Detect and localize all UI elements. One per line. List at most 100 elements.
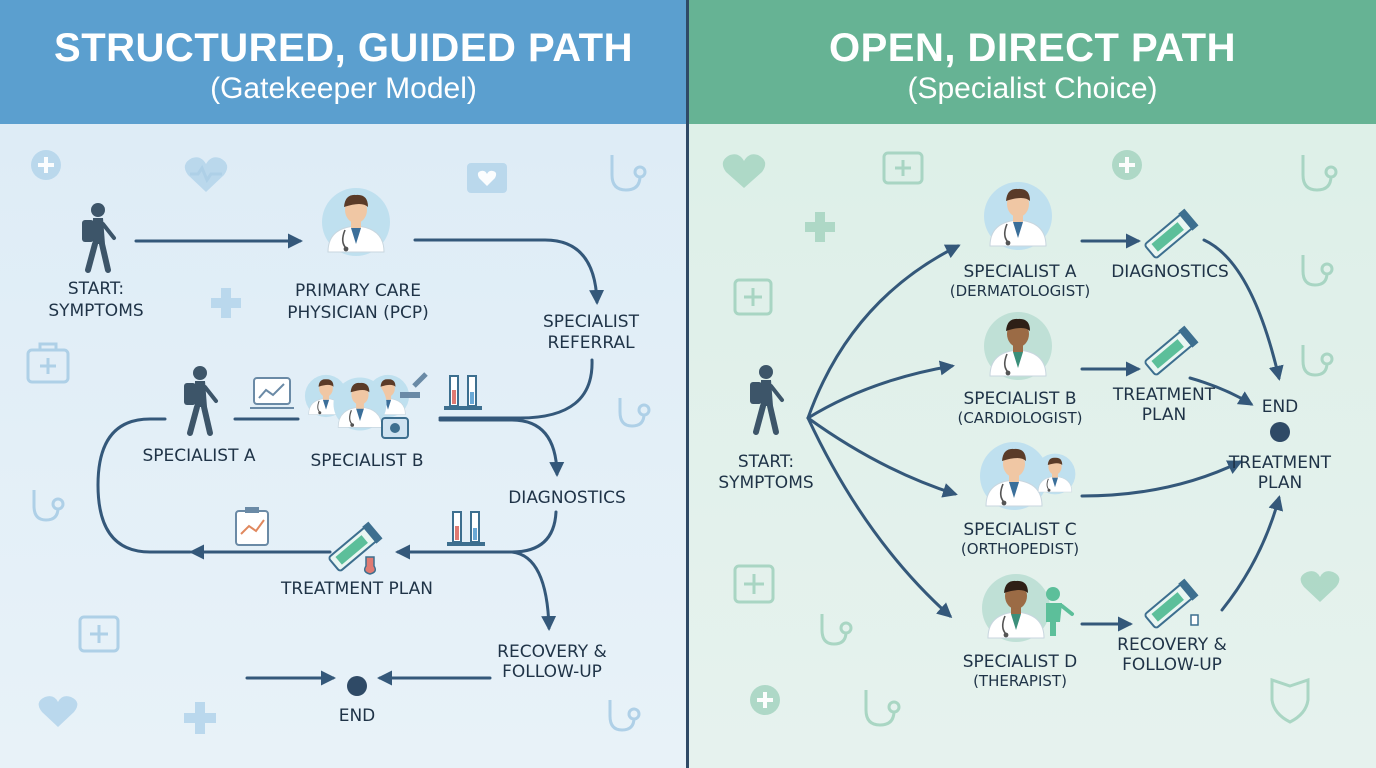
plus-icon (805, 212, 835, 242)
recovery-label-line1: RECOVERY & (497, 642, 607, 662)
specialist-d-label: SPECIALIST D (963, 652, 1077, 672)
specialist-b-label: SPECIALIST B (963, 389, 1076, 409)
arrow-pcp-to-referral (413, 238, 605, 305)
arrow-recovery-to-end (1220, 495, 1284, 612)
recovery-label-line2: FOLLOW-UP (502, 662, 602, 682)
test-tube-icon (1142, 207, 1200, 262)
patient-icon (184, 366, 216, 433)
arrow-start-to-specialist-a (806, 244, 961, 420)
test-vials-icon (446, 511, 486, 547)
arrow-referral-loop (438, 358, 594, 420)
arrow-start-to-specialist-d (806, 416, 953, 619)
right-panel: OPEN, DIRECT PATH (Specialist Choice) (689, 0, 1376, 768)
flask-icon (363, 556, 377, 575)
plus-icon (184, 702, 216, 734)
medical-kit-icon (78, 615, 120, 653)
left-flow-arrows (96, 233, 605, 686)
start-label-line2: SYMPTOMS (718, 473, 813, 493)
left-panel: STRUCTURED, GUIDED PATH (Gatekeeper Mode… (0, 0, 687, 768)
specialist-a-label: SPECIALIST A (964, 262, 1077, 282)
pcp-label-line2: PHYSICIAN (PCP) (287, 303, 429, 323)
clipboard-chart-icon (235, 507, 269, 546)
right-title: OPEN, DIRECT PATH (828, 26, 1237, 70)
medical-cross-icon (31, 150, 61, 180)
heart-pulse-icon (38, 696, 78, 727)
right-header: OPEN, DIRECT PATH (Specialist Choice) (689, 0, 1376, 124)
treatment-plan-label: TREATMENT PLAN (280, 579, 433, 599)
medical-kit-icon (733, 564, 775, 604)
specialist-c-sublabel: (ORTHOPEDIST) (961, 540, 1079, 558)
diagnostics-label: DIAGNOSTICS (508, 488, 626, 508)
dermatologist-doctor-icon (983, 181, 1053, 251)
medical-kit-icon (882, 151, 924, 185)
recovery-label-line1: RECOVERY & (1117, 635, 1227, 655)
stethoscope-icon (610, 155, 647, 192)
arrow-start-to-specialist-c (806, 416, 958, 498)
specialist-b-sublabel: (CARDIOLOGIST) (957, 409, 1082, 427)
left-subtitle: (Gatekeeper Model) (210, 72, 477, 105)
right-subtitle: (Specialist Choice) (907, 72, 1158, 105)
referral-label-line1: SPECIALIST (543, 312, 640, 332)
specialist-d-sublabel: (THERAPIST) (973, 672, 1067, 690)
left-title: STRUCTURED, GUIDED PATH (54, 26, 633, 70)
medical-cross-icon (1112, 150, 1142, 180)
end-treatment-label-line1: TREATMENT (1228, 453, 1332, 473)
start-label-line1: START: (68, 279, 124, 299)
stethoscope-icon (1301, 155, 1338, 192)
end-treatment-label-line2: PLAN (1258, 473, 1302, 493)
medical-kit-icon (26, 342, 70, 384)
patient-icon (750, 365, 782, 432)
end-marker-left (347, 676, 367, 696)
referral-label-line2: REFERRAL (547, 333, 635, 353)
end-label-right: END (1262, 397, 1299, 417)
specialist-c-label: SPECIALIST C (963, 520, 1076, 540)
arrow-c-to-end (1080, 460, 1243, 498)
test-vials-icon (443, 375, 483, 411)
diagnostics-label: DIAGNOSTICS (1111, 262, 1229, 282)
cardiologist-doctor-icon (983, 311, 1053, 381)
shield-icon (1270, 677, 1310, 724)
medical-cross-icon (750, 685, 780, 715)
stethoscope-icon (32, 490, 65, 522)
assistant-doctor-icon (1034, 453, 1076, 495)
arrow-diagnostics-to-end (1202, 238, 1284, 381)
heart-card-icon (467, 163, 507, 193)
stethoscope-icon (608, 700, 641, 732)
arrow-specialist-b-to-diagnostics (438, 418, 565, 477)
specialist-a-sublabel: (DERMATOLOGIST) (950, 282, 1091, 300)
end-marker-right (1270, 422, 1290, 442)
left-background-icons (26, 150, 651, 734)
person-figure-icon (1046, 587, 1074, 636)
stethoscope-icon (864, 690, 901, 727)
stethoscope-icon (1301, 255, 1334, 287)
plus-icon (211, 288, 241, 318)
right-background-icons (722, 150, 1340, 727)
small-vial-icon (1190, 614, 1199, 626)
start-label-line2: SYMPTOMS (48, 301, 143, 321)
stethoscope-icon (618, 398, 651, 428)
medical-kit-icon (733, 278, 773, 316)
end-label-left: END (339, 706, 376, 726)
therapist-doctor-icon (981, 573, 1051, 643)
arrow-start-to-specialist-b (806, 360, 955, 420)
stethoscope-icon (820, 614, 853, 646)
heart-pulse-icon (184, 157, 228, 192)
test-tube-icon (1142, 577, 1200, 632)
specialist-a-label: SPECIALIST A (143, 446, 256, 466)
arrow-loop-back (96, 417, 192, 554)
microscope-icon (381, 372, 428, 439)
pcp-label-line1: PRIMARY CARE (295, 281, 421, 301)
treatment-label-line2: PLAN (1142, 405, 1186, 425)
panel-divider (686, 0, 689, 768)
heart-pulse-icon (722, 154, 766, 188)
right-flow-arrows (806, 233, 1284, 632)
specialist-b-label: SPECIALIST B (310, 451, 423, 471)
recovery-label-line2: FOLLOW-UP (1122, 655, 1222, 675)
treatment-label-line1: TREATMENT (1112, 385, 1216, 405)
heart-pulse-icon (1300, 571, 1340, 602)
arrow-treatment-to-recovery (510, 550, 557, 631)
pcp-doctor-icon (321, 187, 391, 257)
patient-icon (82, 203, 114, 270)
